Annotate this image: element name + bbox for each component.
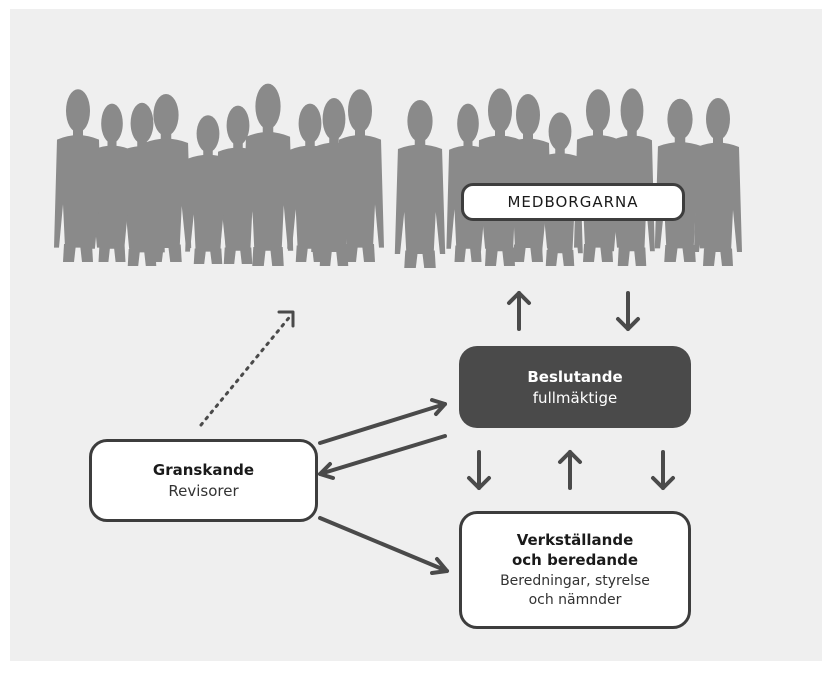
arrow-decision-to-citizens	[507, 291, 531, 331]
executive-title-line2: och beredande	[511, 551, 639, 569]
executive-subtitle-line2: och nämnder	[528, 592, 622, 608]
crowd-silhouettes	[54, 83, 742, 268]
arrow-decision-to-executive-right	[651, 450, 675, 490]
arrow-audit-to-citizens-dotted	[199, 310, 295, 427]
arrow-decision-to-executive-left	[467, 450, 491, 490]
arrow-audit-to-decision	[318, 398, 447, 445]
executive-title-line1: Verkställande	[516, 531, 634, 549]
decision-subtitle: fullmäktige	[532, 388, 618, 407]
arrow-citizens-to-decision	[616, 291, 640, 331]
audit-subtitle: Revisorer	[168, 482, 239, 500]
audit-title: Granskande	[152, 461, 255, 479]
audit-box: Granskande Revisorer	[89, 439, 318, 522]
executive-box: Verkställande och beredande Beredningar,…	[459, 511, 691, 629]
person-silhouette	[609, 88, 655, 266]
arrow-executive-to-decision	[558, 450, 582, 490]
arrow-audit-to-executive	[318, 516, 449, 575]
citizens-box: MEDBORGARNA	[461, 183, 685, 221]
decision-title: Beslutande	[527, 367, 623, 386]
executive-subtitle-line1: Beredningar, styrelse	[500, 573, 650, 589]
person-silhouette	[394, 100, 446, 268]
decision-box: Beslutande fullmäktige	[459, 346, 691, 428]
citizens-label: MEDBORGARNA	[507, 193, 639, 211]
arrow-decision-to-audit	[318, 434, 447, 480]
